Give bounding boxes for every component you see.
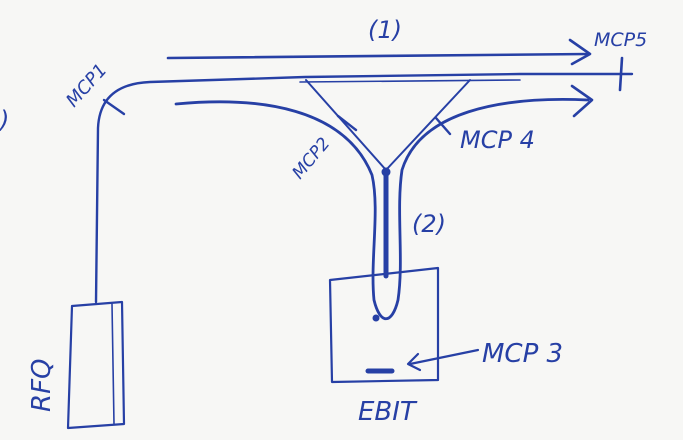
mcp3-pointer (408, 348, 480, 366)
mcp2-tick (336, 114, 358, 132)
rfq-inner-line (111, 303, 115, 425)
mcp5-label: MCP5 (594, 29, 647, 51)
main-beamline-lower-edge (299, 79, 521, 83)
mcp4-label: MCP 4 (460, 126, 535, 154)
path1-label: (1) (368, 16, 402, 44)
mcp2-label: MCP2 (289, 134, 335, 183)
rfq-label: RFQ (27, 359, 57, 413)
mcp5-tick (618, 56, 624, 92)
y-branch-right (385, 79, 471, 171)
y-branch-left (305, 79, 387, 171)
mcp1-tick (102, 98, 126, 116)
ebit-trap-dot (372, 314, 380, 322)
ebit-label: EBIT (358, 397, 418, 427)
path2-curve (174, 98, 590, 321)
mcp3-label: MCP 3 (482, 339, 563, 369)
path2-arrowhead (570, 84, 594, 118)
edge-fragment: ) (0, 106, 9, 134)
main-beamline (94, 72, 634, 304)
mcp4-tick (434, 116, 452, 136)
path1-arrowhead (568, 38, 592, 66)
ebit-box (328, 266, 440, 384)
mcp3-pointer-head (406, 352, 422, 372)
path1-arrow (166, 52, 590, 60)
junction-dot (381, 167, 391, 177)
path2-label: (2) (412, 210, 446, 238)
rfq-box (66, 300, 126, 430)
